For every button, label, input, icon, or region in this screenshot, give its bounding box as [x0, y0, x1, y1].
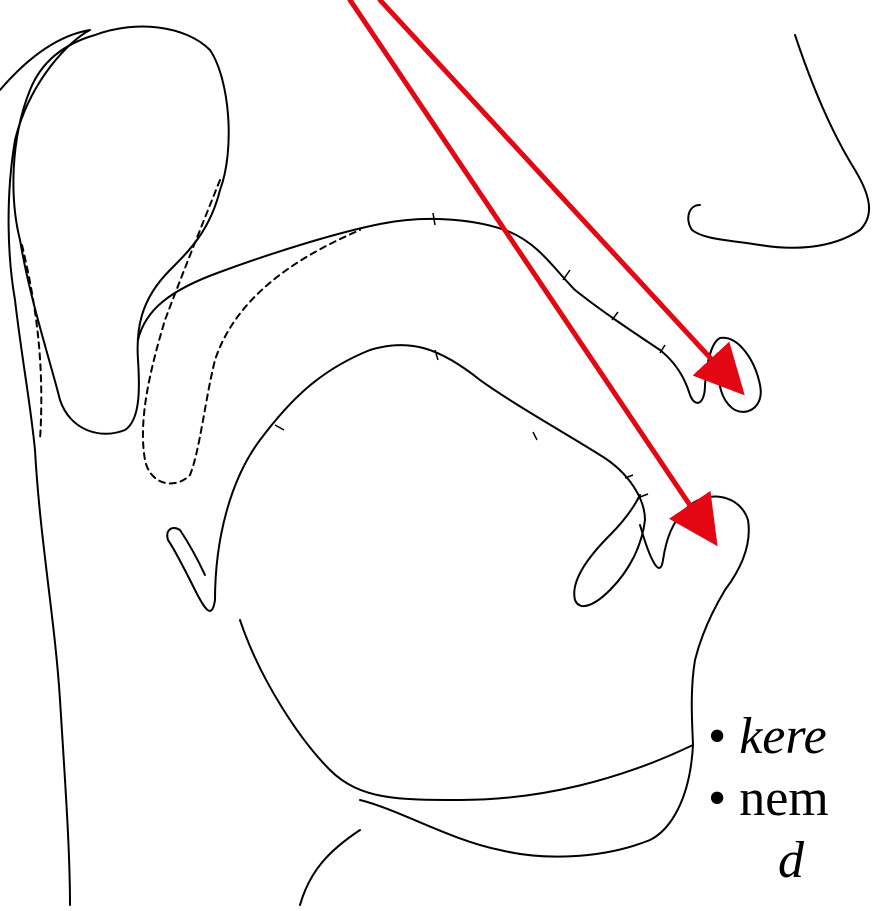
jaw-outline	[240, 620, 693, 857]
velum-raised-dashed	[143, 180, 360, 483]
bullet-marker: •	[708, 708, 726, 765]
tick-mark	[275, 425, 284, 430]
tick-mark	[533, 432, 537, 440]
pharynx-dashed	[22, 245, 41, 440]
bullet-item-3: d	[708, 830, 829, 892]
epiglottis-outline	[167, 528, 215, 611]
tick-mark	[435, 350, 438, 360]
bullet-item-1: • kere	[708, 706, 829, 768]
tick-mark	[640, 494, 648, 497]
nose-outline	[688, 35, 869, 248]
arrow-to-upper-lip	[380, 0, 738, 388]
velum-outline	[13, 27, 228, 434]
bullet-text: d	[778, 832, 804, 889]
bullet-list: • kere • nem d	[708, 706, 829, 892]
arrow-to-lower-lip	[350, 0, 712, 538]
neck-front-outline	[300, 830, 360, 905]
palate-outline	[138, 219, 761, 412]
bullet-text: kere	[739, 708, 827, 765]
bullet-item-2: • nem	[708, 768, 829, 830]
tongue-outline	[215, 345, 645, 606]
tick-mark	[563, 270, 570, 280]
tick-mark	[433, 213, 435, 225]
bullet-text: nem	[739, 770, 829, 827]
bullet-marker: •	[708, 770, 726, 827]
